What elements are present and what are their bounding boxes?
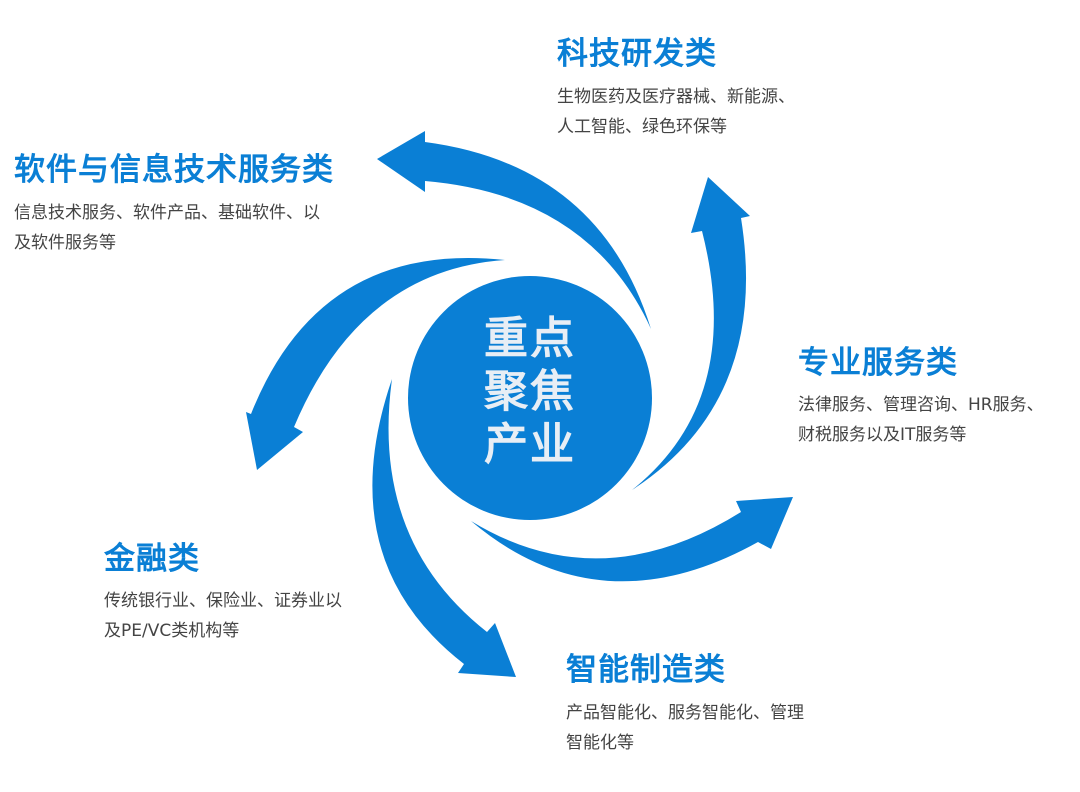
desc-line: 生物医药及医疗器械、新能源、 bbox=[557, 87, 795, 107]
finance-title: 金融类 bbox=[104, 541, 200, 577]
software-title: 软件与信息技术服务类 bbox=[14, 152, 334, 188]
desc-line: 人工智能、绿色环保等 bbox=[557, 117, 727, 137]
arrow-to-finance bbox=[246, 257, 505, 470]
center-line-3: 产业 bbox=[484, 419, 576, 470]
arrow-to-software bbox=[377, 131, 651, 329]
professional-desc: 法律服务、管理咨询、HR服务、 财税服务以及IT服务等 bbox=[798, 390, 1044, 450]
research-desc: 生物医药及医疗器械、新能源、 人工智能、绿色环保等 bbox=[557, 82, 795, 142]
finance-desc: 传统银行业、保险业、证券业以 及PE/VC类机构等 bbox=[104, 586, 342, 646]
desc-line: 信息技术服务、软件产品、基础软件、以 bbox=[14, 203, 320, 223]
desc-line: 及PE/VC类机构等 bbox=[104, 621, 240, 641]
desc-line: 财税服务以及IT服务等 bbox=[798, 425, 967, 445]
arrow-to-research bbox=[632, 177, 750, 490]
manufacturing-title: 智能制造类 bbox=[566, 652, 726, 688]
center-line-1: 重点 bbox=[484, 313, 576, 364]
research-title: 科技研发类 bbox=[557, 36, 717, 72]
manufacturing-desc: 产品智能化、服务智能化、管理 智能化等 bbox=[566, 698, 804, 758]
software-desc: 信息技术服务、软件产品、基础软件、以 及软件服务等 bbox=[14, 198, 320, 258]
desc-line: 及软件服务等 bbox=[14, 233, 116, 253]
center-line-2: 聚焦 bbox=[484, 366, 576, 417]
arrow-to-manufacturing bbox=[372, 379, 516, 677]
desc-line: 传统银行业、保险业、证券业以 bbox=[104, 591, 342, 611]
arrow-to-professional bbox=[471, 497, 793, 582]
desc-line: 智能化等 bbox=[566, 733, 634, 753]
desc-line: 产品智能化、服务智能化、管理 bbox=[566, 703, 804, 723]
center-circle bbox=[408, 276, 652, 520]
center-label: 重点 聚焦 产业 bbox=[460, 312, 600, 471]
professional-title: 专业服务类 bbox=[798, 345, 958, 381]
desc-line: 法律服务、管理咨询、HR服务、 bbox=[798, 395, 1044, 415]
